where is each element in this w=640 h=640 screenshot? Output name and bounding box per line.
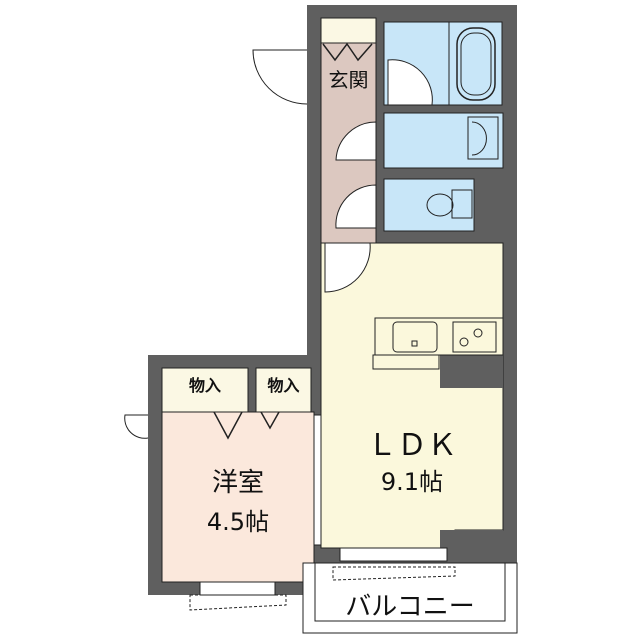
bathtub-icon [456, 27, 496, 101]
kitchen-sink-icon [392, 321, 438, 353]
balcony-label: バルコニー [345, 592, 475, 622]
bath-door [387, 59, 433, 106]
balcony-inner [314, 562, 506, 622]
closet-door-icon [322, 42, 373, 62]
youshitsu-label: 洋室 [211, 468, 264, 498]
ldk-area [320, 242, 504, 549]
shoe-storage [320, 17, 377, 44]
closet-left [161, 367, 249, 413]
youshitsu-size: 4.5帖 [206, 508, 270, 536]
toilet-room [383, 178, 475, 232]
toilet-door [335, 184, 377, 229]
closet-right [255, 367, 312, 413]
youshitsu-window [199, 581, 276, 596]
kitchen-counter [374, 317, 504, 356]
sliding-partition [313, 414, 322, 546]
ldk-window [339, 547, 448, 562]
entrance-door [252, 49, 308, 105]
youshitsu-side-door [124, 414, 149, 439]
wash-door [335, 121, 377, 161]
closet-left-label: 物入 [188, 376, 221, 395]
ldk-size: 9.1帖 [380, 468, 444, 496]
genkan-label: 玄関 [328, 68, 369, 92]
ldk-door [324, 242, 371, 293]
ldk-label: ＬＤＫ [367, 428, 457, 463]
sink-icon [467, 116, 499, 160]
washbasin-room [383, 112, 504, 169]
closet-right-label: 物入 [267, 376, 300, 395]
toilet-icon [426, 193, 454, 217]
stove-icon [452, 321, 497, 353]
